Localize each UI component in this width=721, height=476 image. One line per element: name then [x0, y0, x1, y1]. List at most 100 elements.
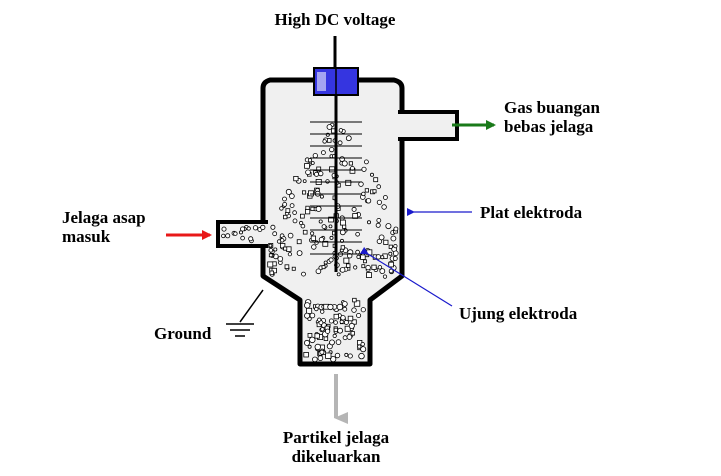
particle	[366, 220, 371, 225]
particle	[329, 235, 334, 240]
particle	[339, 229, 346, 236]
particle	[360, 346, 367, 353]
particle	[363, 259, 367, 264]
particle	[272, 231, 278, 237]
particle	[355, 232, 360, 237]
particle	[328, 257, 334, 263]
particle	[307, 158, 313, 163]
particle	[304, 209, 311, 215]
particle	[225, 233, 231, 239]
particle	[317, 355, 324, 361]
particle	[307, 190, 314, 197]
high-voltage-label: High DC voltage	[274, 10, 396, 29]
particle	[333, 313, 339, 320]
particle	[340, 315, 346, 321]
particle	[347, 252, 353, 259]
particle	[291, 266, 296, 271]
particle	[315, 205, 322, 212]
particles-out-label: Partikel jelaga dikeluarkan	[282, 428, 390, 466]
particle	[332, 333, 337, 338]
particle	[371, 264, 377, 270]
electrode-tip-pointer	[359, 246, 453, 307]
particle	[336, 272, 341, 277]
particle	[268, 248, 274, 253]
particle	[388, 251, 393, 256]
particle	[365, 264, 371, 271]
particle	[376, 184, 382, 189]
particle	[348, 161, 354, 166]
particle	[342, 335, 348, 341]
particle	[375, 254, 382, 260]
particle	[312, 153, 318, 159]
particle	[287, 252, 292, 257]
outlet-pipe	[398, 110, 459, 141]
particle	[319, 349, 325, 355]
particle	[283, 246, 288, 251]
particle	[340, 245, 346, 250]
particle	[369, 172, 374, 177]
particle	[366, 272, 372, 279]
particle	[343, 257, 350, 264]
particle	[344, 352, 349, 357]
collected-particles	[303, 297, 367, 363]
particle	[252, 225, 259, 231]
particle	[310, 161, 315, 165]
particle	[260, 224, 266, 230]
particle	[310, 235, 317, 241]
particle	[248, 236, 254, 242]
electrode-tip-label: Ujung elektroda	[459, 304, 578, 323]
particle	[380, 255, 385, 260]
particle	[333, 327, 339, 333]
particle	[385, 223, 392, 230]
ground-symbol	[226, 289, 264, 337]
particle	[356, 312, 362, 318]
particle	[221, 233, 226, 239]
particle	[309, 336, 316, 344]
particle	[353, 300, 361, 307]
particle	[289, 193, 295, 199]
particle	[271, 267, 277, 274]
particle	[304, 312, 311, 319]
particle	[328, 224, 333, 229]
particle	[320, 309, 325, 314]
particle	[320, 327, 325, 332]
particle	[314, 343, 321, 351]
particle	[268, 253, 273, 258]
particle	[296, 250, 303, 257]
particle	[337, 140, 343, 146]
particle	[388, 261, 394, 268]
particle	[279, 242, 286, 249]
particle	[334, 352, 341, 359]
particle	[336, 303, 344, 311]
particle	[322, 139, 327, 144]
particle	[268, 243, 273, 248]
particle	[388, 244, 393, 249]
particle	[339, 219, 346, 226]
particle	[329, 147, 335, 153]
particle	[312, 356, 318, 363]
particle	[277, 256, 284, 262]
particle	[343, 319, 349, 325]
inlet-particles	[221, 224, 266, 244]
gas-out-label: Gas buangan bebas jelaga	[504, 98, 600, 136]
particle	[304, 302, 311, 309]
particle	[341, 300, 348, 307]
particle	[315, 268, 322, 275]
particle	[373, 177, 379, 183]
particle	[221, 226, 227, 232]
particle	[361, 264, 366, 269]
particle	[300, 223, 306, 229]
particle	[360, 342, 365, 347]
particle	[324, 328, 331, 334]
particle	[321, 265, 326, 270]
particle	[375, 222, 381, 228]
particle	[365, 198, 372, 204]
particle	[322, 240, 329, 247]
particle	[360, 307, 366, 313]
particle	[273, 247, 278, 252]
particle	[325, 352, 332, 359]
particle	[339, 319, 344, 324]
particle	[310, 206, 315, 211]
particle	[344, 325, 351, 332]
